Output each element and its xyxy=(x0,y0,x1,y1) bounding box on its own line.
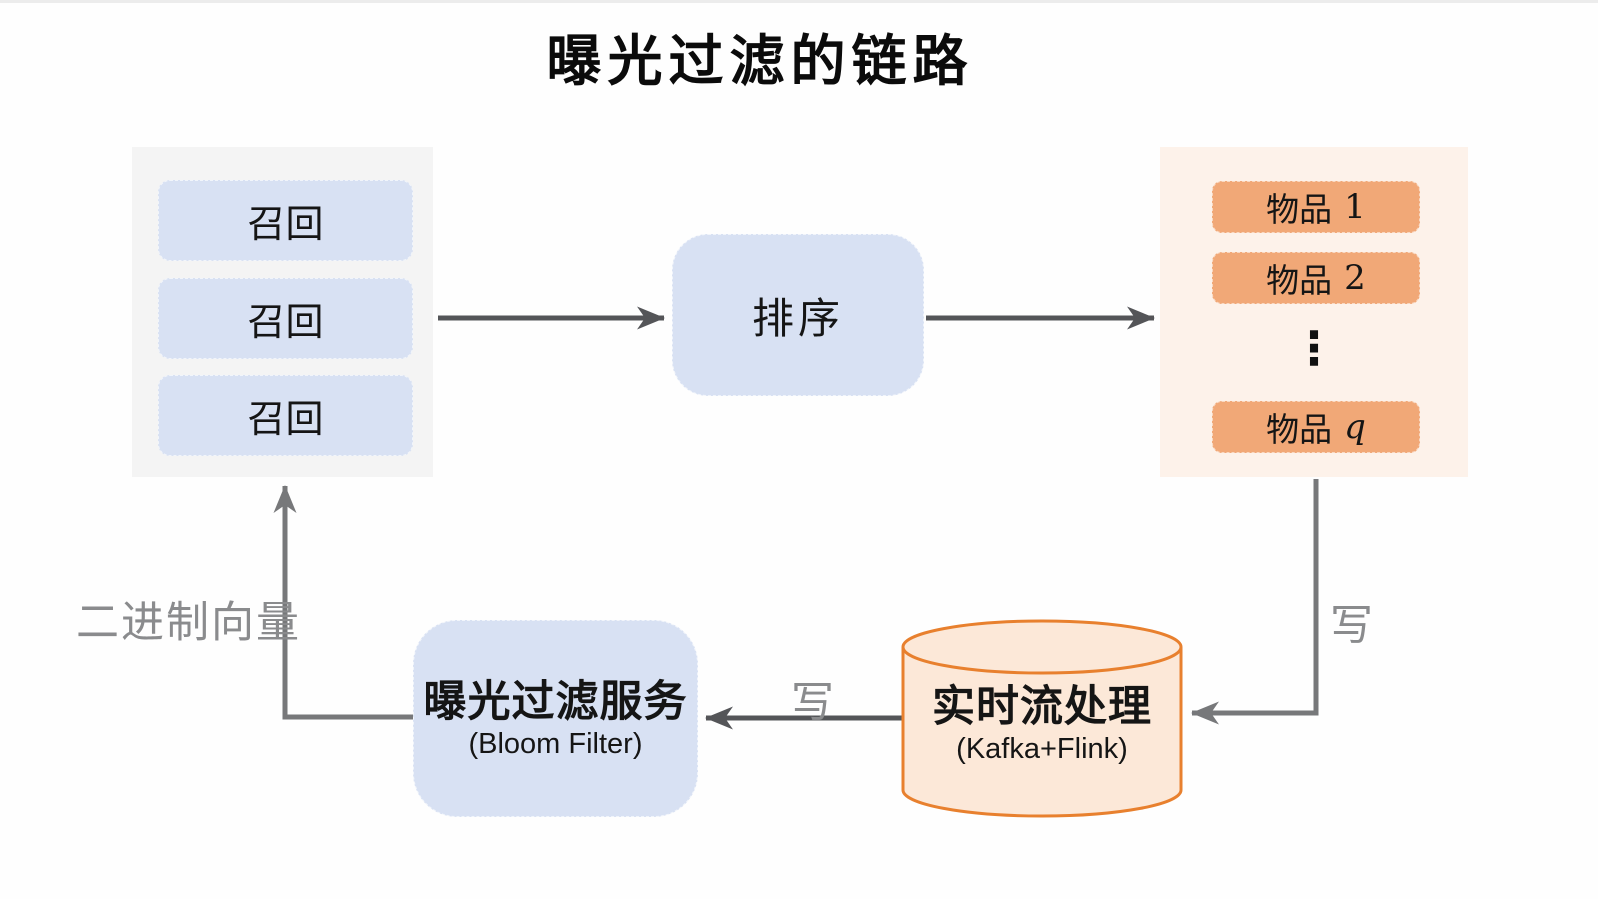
exposure-filter-service-subtitle: (Bloom Filter) xyxy=(468,727,643,760)
recall-box-2-label: 召回 xyxy=(247,302,324,344)
recall-group-container: 召回 召回 召回 xyxy=(132,147,433,477)
recall-box-1: 召回 xyxy=(158,180,413,261)
rank-box-label: 排序 xyxy=(751,294,844,342)
exposure-filter-service-box: 曝光过滤服务 (Bloom Filter) xyxy=(413,620,698,817)
recall-box-1-label: 召回 xyxy=(247,204,324,246)
item-box-1-label: 物品 xyxy=(1266,191,1333,228)
recall-box-2: 召回 xyxy=(158,278,413,359)
item-box-q-label: 物品 xyxy=(1266,411,1333,448)
stream-processing-cylinder: 实时流处理 (Kafka+Flink) xyxy=(900,618,1184,819)
write-edge-label-items-to-stream: 写 xyxy=(1330,602,1375,650)
stream-processing-title: 实时流处理 xyxy=(932,682,1152,731)
exposure-filter-service-title: 曝光过滤服务 xyxy=(423,677,688,726)
write-edge-label-stream-to-filter: 写 xyxy=(791,679,836,727)
stream-processing-subtitle: (Kafka+Flink) xyxy=(956,732,1128,765)
vertical-ellipsis: ⋮ xyxy=(1291,321,1337,375)
item-box-2: 物品 2 xyxy=(1212,252,1420,304)
recall-box-3-label: 召回 xyxy=(247,399,324,441)
item-box-q-index: q xyxy=(1344,407,1366,447)
top-border-line xyxy=(0,0,1598,3)
edge-items-to-stream xyxy=(1191,479,1319,725)
rank-box: 排序 xyxy=(672,234,924,396)
items-group-container: 物品 1 物品 2 ⋮ 物品 q xyxy=(1160,147,1468,477)
diagram-title: 曝光过滤的链路 xyxy=(546,28,974,93)
item-box-q: 物品 q xyxy=(1212,401,1420,453)
item-box-1: 物品 1 xyxy=(1212,181,1420,233)
cylinder-shape xyxy=(901,619,1183,818)
item-box-1-index: 1 xyxy=(1344,187,1366,227)
item-box-2-label: 物品 xyxy=(1266,262,1333,299)
item-box-2-index: 2 xyxy=(1344,258,1366,298)
binary-vector-edge-label: 二进制向量 xyxy=(76,599,301,647)
recall-box-3: 召回 xyxy=(158,375,413,456)
edge-filter-to-recall xyxy=(273,485,413,720)
